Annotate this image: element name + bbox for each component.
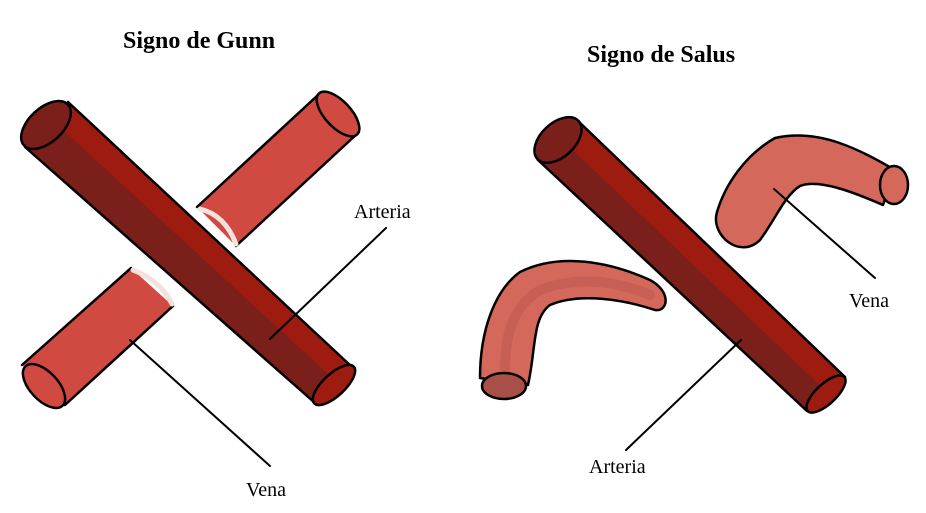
gunn-vein-upper bbox=[195, 90, 361, 248]
gunn-artery-label: Arteria bbox=[354, 201, 411, 223]
salus-artery-leader bbox=[625, 339, 742, 451]
salus-vein-leader bbox=[773, 188, 876, 279]
gunn-vein-leader bbox=[129, 339, 271, 467]
gunn-diagram bbox=[19, 90, 387, 467]
gunn-vein-lower bbox=[20, 266, 175, 410]
salus-diagram bbox=[478, 115, 910, 451]
salus-artery bbox=[533, 115, 847, 414]
salus-vein-lower bbox=[478, 259, 667, 401]
salus-title: Signo de Salus bbox=[587, 42, 736, 68]
gunn-vein-label: Vena bbox=[246, 479, 286, 501]
gunn-title: Signo de Gunn bbox=[123, 28, 276, 54]
salus-artery-label: Arteria bbox=[589, 456, 646, 478]
salus-vein-label: Vena bbox=[849, 290, 889, 312]
salus-vein-upper bbox=[714, 134, 910, 249]
gunn-artery bbox=[19, 99, 357, 407]
gunn-artery-leader bbox=[269, 227, 387, 340]
